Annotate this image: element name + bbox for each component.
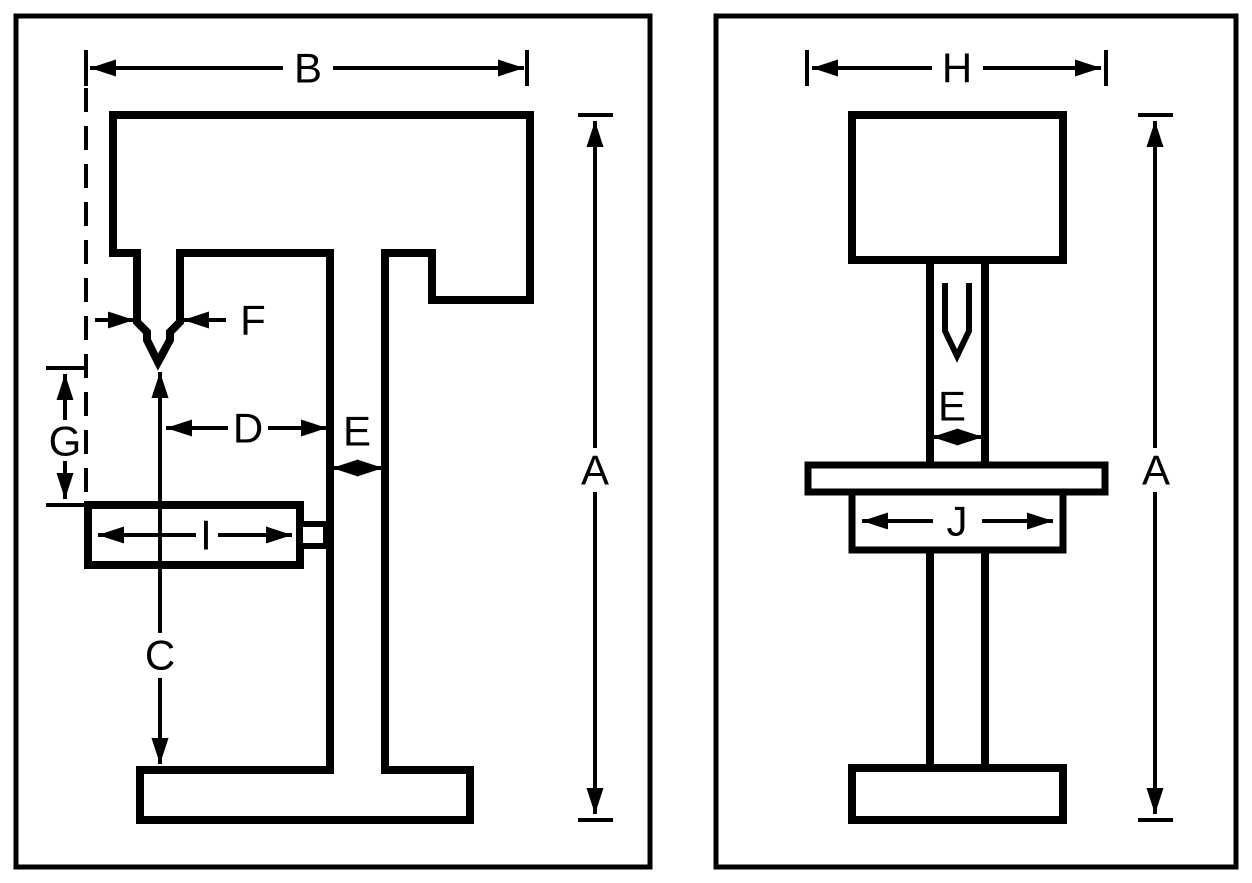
dim-G-label: G — [49, 418, 82, 465]
dimension-A-left: A — [578, 113, 613, 822]
dim-A-left-label: A — [581, 447, 609, 494]
dim-H-label: H — [942, 45, 972, 92]
dim-E-right-label: E — [938, 383, 966, 430]
dim-B-label: B — [294, 45, 322, 92]
right-panel: H E J A — [713, 13, 1239, 870]
dimension-H: H — [805, 45, 1108, 92]
dimension-B: B — [84, 45, 529, 92]
dim-E-left-label: E — [343, 408, 371, 455]
machine-side-outline — [109, 111, 534, 824]
dimension-C: C — [145, 372, 175, 764]
dimension-E-right: E — [932, 383, 983, 446]
left-panel: B A F G — [13, 13, 653, 870]
table-front — [804, 461, 1109, 496]
dim-D-label: D — [233, 405, 263, 452]
dim-C-label: C — [145, 632, 175, 679]
dimension-E-left: E — [332, 408, 383, 477]
dimension-J: J — [862, 498, 1053, 545]
dim-J-label: J — [947, 498, 968, 545]
dimension-A-right: A — [1138, 113, 1173, 822]
table-clamp-tab — [297, 521, 329, 549]
head-front — [848, 111, 1067, 264]
dimension-G: G — [46, 366, 84, 507]
dimension-I: I — [98, 512, 292, 559]
dimension-F: F — [95, 297, 266, 344]
dim-I-label: I — [200, 512, 212, 559]
base-front — [848, 764, 1067, 824]
dim-A-right-label: A — [1142, 447, 1170, 494]
dimension-D: D — [166, 405, 327, 452]
chuck-bit-front — [942, 283, 972, 363]
dim-F-label: F — [240, 297, 266, 344]
